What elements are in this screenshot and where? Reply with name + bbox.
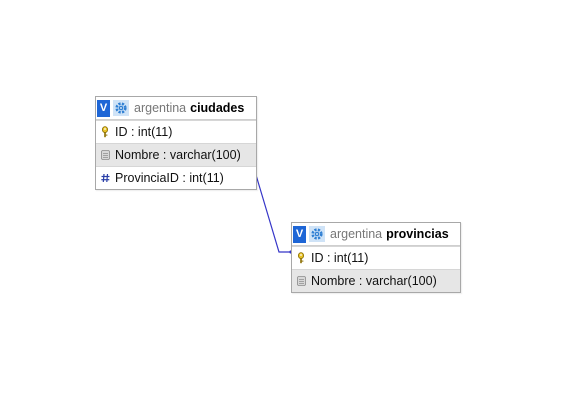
- column-label: ProvinciaID : int(11): [115, 171, 224, 185]
- column-label: Nombre : varchar(100): [311, 274, 437, 288]
- column-row-id[interactable]: ID : int(11): [292, 246, 460, 269]
- primary-key-icon: [99, 125, 111, 139]
- relation-line-provincia: [255, 174, 291, 253]
- view-toggle-icon[interactable]: V: [97, 99, 110, 117]
- column-row-nombre[interactable]: Nombre : varchar(100): [96, 143, 256, 166]
- database-name: argentina: [134, 101, 187, 115]
- view-toggle-icon[interactable]: V: [293, 225, 306, 243]
- table-provincias[interactable]: V argentina provincias: [291, 222, 461, 293]
- foreign-key-icon: [99, 171, 111, 185]
- table-header[interactable]: V argentina ciudades: [96, 97, 256, 120]
- table-name: provincias: [386, 227, 449, 241]
- column-icon: [99, 148, 111, 162]
- gear-icon[interactable]: [308, 225, 326, 243]
- database-name: argentina: [330, 227, 383, 241]
- gear-icon[interactable]: [112, 99, 130, 117]
- primary-key-icon: [295, 251, 307, 265]
- column-label: ID : int(11): [115, 125, 173, 139]
- column-row-id[interactable]: ID : int(11): [96, 120, 256, 143]
- table-name: ciudades: [190, 101, 245, 115]
- table-header[interactable]: V argentina provincias: [292, 223, 460, 246]
- column-row-provinciaid[interactable]: ProvinciaID : int(11): [96, 166, 256, 189]
- column-icon: [295, 274, 307, 288]
- column-label: Nombre : varchar(100): [115, 148, 241, 162]
- column-label: ID : int(11): [311, 251, 369, 265]
- column-row-nombre[interactable]: Nombre : varchar(100): [292, 269, 460, 292]
- table-ciudades[interactable]: V argentina ciudades: [95, 96, 257, 190]
